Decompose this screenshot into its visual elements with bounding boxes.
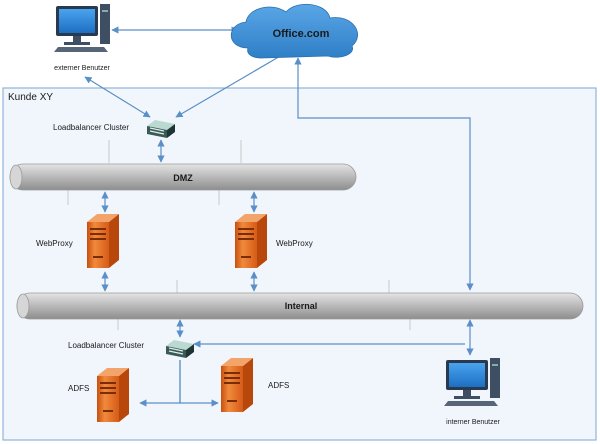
adfs-right-label: ADFS bbox=[268, 381, 289, 390]
server-icon bbox=[221, 358, 253, 412]
dmz-bus bbox=[9, 163, 357, 191]
internal-user-label: interner Benutzer bbox=[446, 419, 500, 426]
connections bbox=[84, 26, 474, 407]
internal-bus-label: Internal bbox=[285, 301, 318, 311]
connector-cloud-internal-user bbox=[294, 57, 474, 291]
loadbalancer-bottom-label: Loadbalancer Cluster bbox=[68, 341, 144, 350]
connector-external-lb bbox=[84, 76, 151, 118]
loadbalancer-top-label: Loadbalancer Cluster bbox=[53, 123, 129, 132]
cloud-icon bbox=[230, 4, 358, 59]
monitor-icon bbox=[54, 4, 110, 52]
connector-lb-adfs-right bbox=[179, 360, 219, 407]
adfs-left-label: ADFS bbox=[68, 384, 89, 393]
server-icon bbox=[87, 214, 119, 268]
dmz-bus-label: DMZ bbox=[173, 173, 193, 183]
connector-cloud-lb bbox=[175, 54, 283, 118]
bus-ticks bbox=[67, 140, 411, 330]
boundary-label: Kunde XY bbox=[8, 92, 53, 103]
webproxy-left-label: WebProxy bbox=[36, 239, 73, 248]
cloud-label: Office.com bbox=[273, 28, 330, 40]
internal-bus bbox=[16, 292, 584, 320]
server-icon bbox=[97, 368, 129, 422]
server-icon bbox=[235, 214, 267, 268]
webproxy-right-label: WebProxy bbox=[276, 239, 313, 248]
external-user-label: externer Benutzer bbox=[54, 65, 110, 72]
